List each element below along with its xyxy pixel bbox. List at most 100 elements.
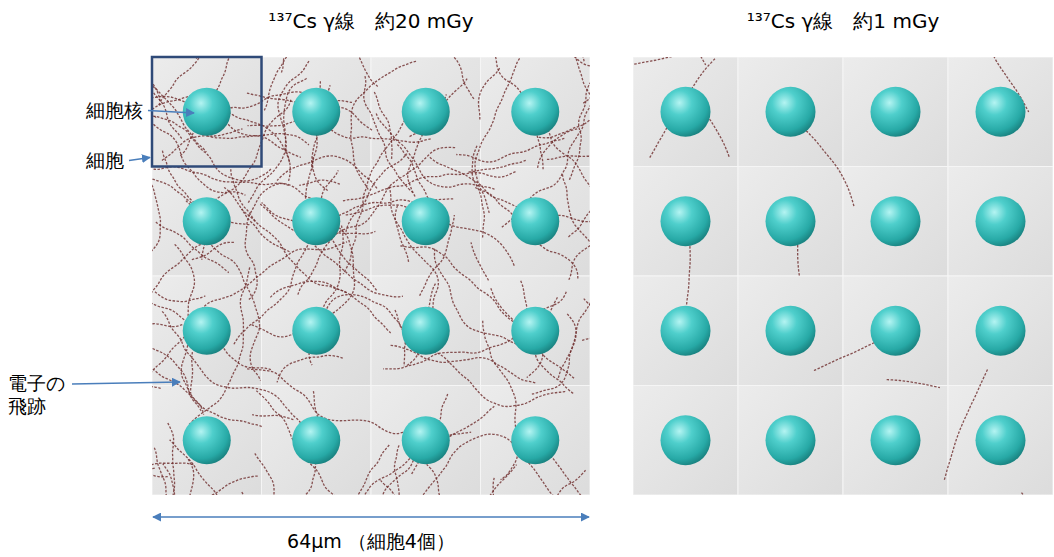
cell-nucleus — [661, 196, 711, 246]
cell-nucleus — [766, 87, 816, 137]
electron-track — [152, 468, 155, 495]
electron-track — [569, 73, 590, 180]
cell-nucleus — [976, 87, 1026, 137]
dimension-line — [153, 516, 589, 518]
cell-nucleus — [976, 196, 1026, 246]
nucleus-label: 細胞核 — [86, 99, 143, 122]
electron-track — [171, 476, 258, 495]
cell-nucleus — [661, 306, 711, 356]
electron-track — [155, 292, 205, 302]
track-label: 電子の 飛跡 — [8, 372, 74, 418]
electron-track — [163, 464, 175, 495]
cell — [843, 386, 948, 496]
cell-nucleus — [871, 415, 921, 465]
electron-track — [152, 324, 182, 330]
cell-nucleus — [183, 88, 231, 136]
cell — [843, 57, 948, 167]
electron-track — [231, 169, 256, 222]
cell-nucleus — [292, 197, 340, 245]
cell-panel — [152, 57, 590, 495]
electron-track — [547, 156, 590, 165]
electron-track — [584, 299, 590, 365]
electron-track — [471, 242, 489, 280]
electron-track — [191, 352, 193, 394]
electron-track — [152, 384, 161, 421]
cell — [152, 167, 262, 277]
cell-nucleus — [871, 196, 921, 246]
leader-line — [129, 158, 150, 161]
cell-nucleus — [402, 197, 450, 245]
cell — [843, 167, 948, 277]
electron-track — [168, 459, 194, 495]
panel: ¹³⁷Cs γ線 約1 mGy — [633, 0, 1053, 495]
cell-nucleus — [511, 197, 559, 245]
electron-track — [383, 292, 566, 369]
cell-nucleus — [511, 416, 559, 464]
electron-track — [563, 57, 590, 68]
cell — [948, 386, 1053, 496]
cell-nucleus — [661, 415, 711, 465]
electron-track — [478, 67, 500, 119]
cell — [948, 57, 1053, 167]
cell — [633, 276, 738, 386]
cell — [262, 386, 372, 496]
cell — [481, 57, 591, 167]
electron-track — [152, 295, 271, 370]
cell — [633, 167, 738, 277]
electron-track — [355, 465, 517, 495]
cell-nucleus — [511, 307, 559, 355]
electron-track — [198, 242, 347, 317]
cell — [481, 276, 591, 386]
electron-track — [562, 174, 590, 365]
cell-nucleus — [976, 306, 1026, 356]
cell — [371, 57, 481, 167]
leader-line — [148, 111, 194, 114]
cell — [262, 167, 372, 277]
electron-track — [390, 345, 535, 382]
electron-track — [277, 355, 343, 382]
electron-track — [154, 448, 185, 495]
electron-track — [692, 57, 706, 65]
electron-track — [248, 61, 309, 203]
electron-track — [400, 246, 574, 379]
cell-nucleus — [766, 415, 816, 465]
electron-track — [1021, 493, 1041, 495]
cell-nucleus — [661, 87, 711, 137]
cell — [481, 167, 591, 277]
cell — [948, 167, 1053, 277]
electron-track — [152, 93, 195, 224]
dimension-label: 64μm （細胞4個） — [287, 530, 455, 553]
electron-track — [456, 138, 564, 162]
cell — [633, 57, 738, 167]
panel: ¹³⁷Cs γ線 約20 mGy — [152, 0, 590, 495]
cell-nucleus — [511, 88, 559, 136]
electron-track — [374, 92, 392, 160]
electron-track — [264, 57, 298, 110]
cell — [738, 276, 843, 386]
cell — [843, 276, 948, 386]
electron-track — [582, 338, 590, 349]
cell-nucleus — [183, 197, 231, 245]
electron-track — [650, 58, 716, 158]
electron-track — [558, 292, 590, 379]
electron-track — [255, 453, 310, 495]
electron-track — [506, 57, 584, 61]
electron-track — [277, 156, 378, 189]
cell-nucleus — [183, 307, 231, 355]
electron-track — [483, 321, 518, 480]
cell — [948, 276, 1053, 386]
electron-track — [245, 57, 284, 73]
cell-nucleus — [976, 415, 1026, 465]
cell-nucleus — [183, 416, 231, 464]
cell-nucleus — [402, 88, 450, 136]
cell-nucleus — [292, 416, 340, 464]
leader-lines — [72, 111, 589, 518]
cell-nucleus — [402, 416, 450, 464]
cell — [738, 167, 843, 277]
electron-track — [256, 391, 401, 495]
electron-track — [396, 470, 585, 495]
electron-track — [152, 472, 168, 477]
cell-nucleus — [871, 306, 921, 356]
